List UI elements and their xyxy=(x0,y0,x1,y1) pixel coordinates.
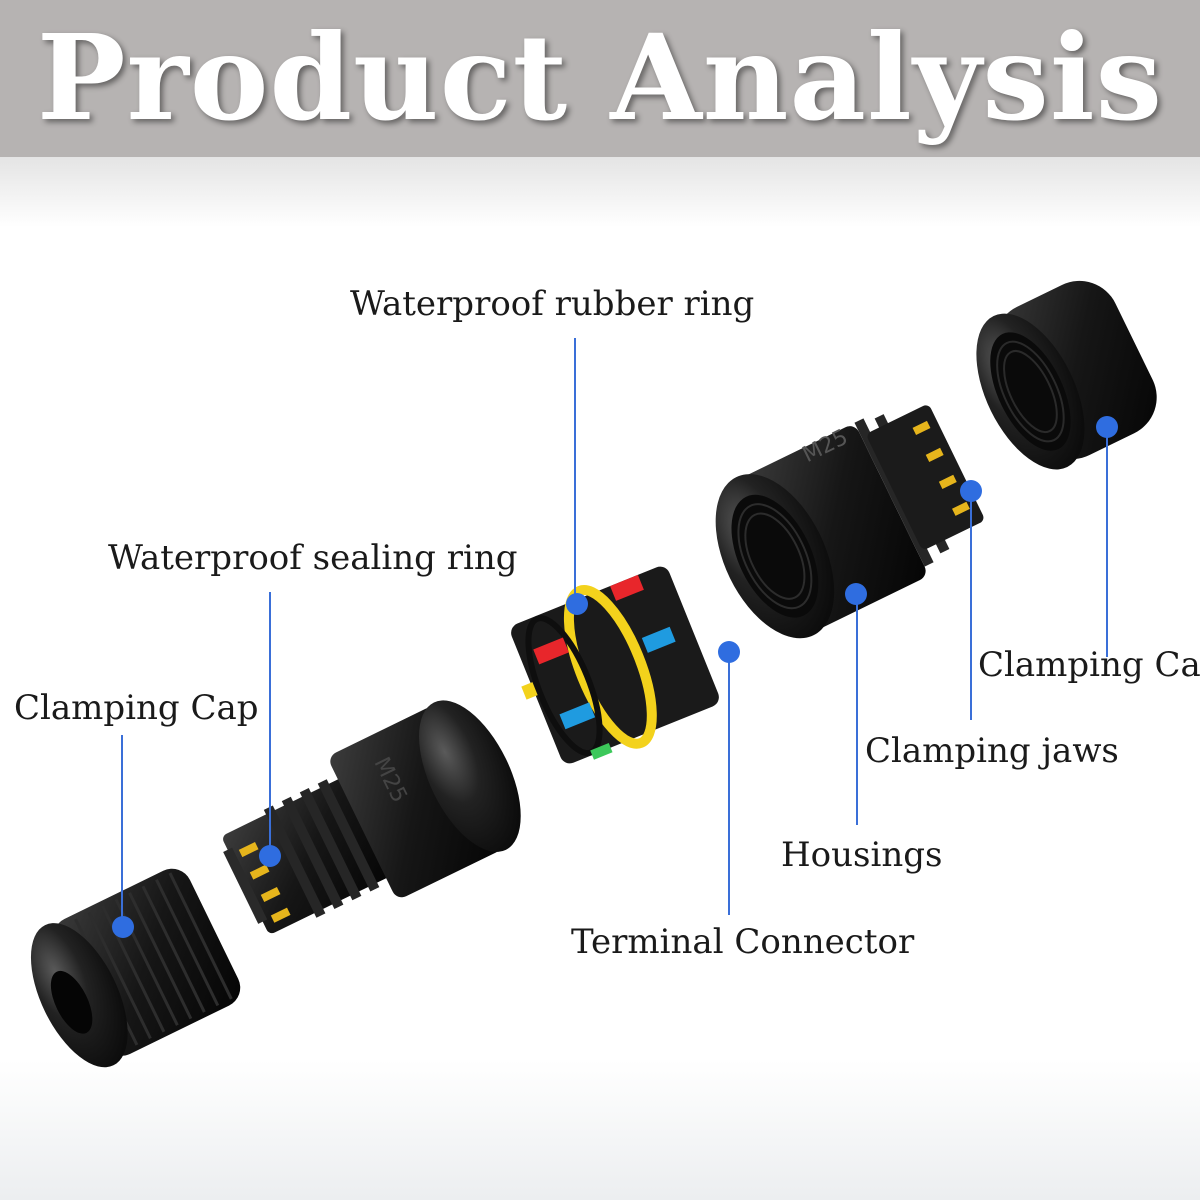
label-clamping-cap-right: Clamping Cap xyxy=(978,645,1200,685)
label-housings: Housings xyxy=(781,835,943,875)
marker-cap-right xyxy=(1096,416,1118,438)
page-title: Product Analysis xyxy=(36,8,1164,147)
marker-cap-left xyxy=(112,916,134,938)
housing-left-part: M25 xyxy=(223,700,521,934)
clamping-cap-right-part xyxy=(976,280,1157,470)
marker-rubber-ring xyxy=(566,593,588,615)
clamping-cap-left-part xyxy=(30,868,241,1068)
leader-lines xyxy=(121,338,1108,925)
title-banner xyxy=(0,0,1200,157)
marker-housings xyxy=(845,583,867,605)
marker-terminal xyxy=(718,641,740,663)
label-clamping-jaws: Clamping jaws xyxy=(865,731,1119,771)
banner-shadow xyxy=(0,157,1200,227)
marker-sealing-ring xyxy=(259,845,281,867)
marker-jaws xyxy=(960,480,982,502)
label-waterproof-rubber-ring: Waterproof rubber ring xyxy=(350,284,755,324)
marker-dots xyxy=(112,416,1118,938)
floor-shadow xyxy=(0,1060,1200,1200)
label-terminal-connector: Terminal Connector xyxy=(571,922,915,962)
housing-right-part: M25 xyxy=(715,405,984,639)
terminal-connector-part xyxy=(511,566,719,764)
label-waterproof-sealing-ring: Waterproof sealing ring xyxy=(108,538,518,578)
label-clamping-cap-left: Clamping Cap xyxy=(14,688,259,728)
